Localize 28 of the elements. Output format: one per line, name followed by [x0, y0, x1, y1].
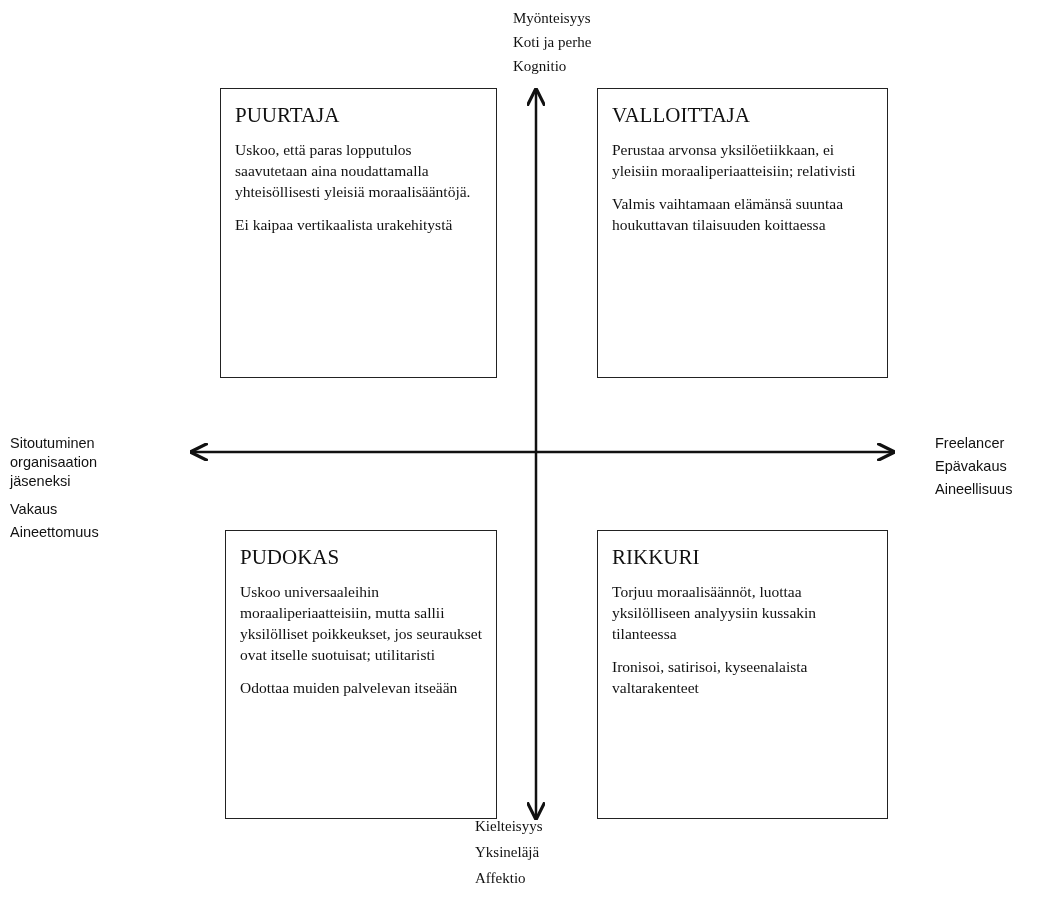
- box-text: Perustaa arvonsa yksilöetiikkaan, ei yleisiin moraaliperiaatteisiin; relativisti: [612, 140, 857, 181]
- quadrant-box: [220, 88, 497, 378]
- box-text: Uskoo, että paras lopputulos saavutetaan aina noudattamalla yhteisöllisesti yleisiä moraalisääntöjä.: [235, 140, 472, 202]
- box-text: Ironisoi, satirisoi, kyseenalaista valtarakenteet: [612, 656, 809, 698]
- axis-label: Vakaus: [10, 500, 58, 519]
- axis-label: Aineettomuus: [10, 523, 99, 542]
- axis-label: Aineellisuus: [935, 480, 1013, 499]
- box-text: Valmis vaihtamaan elämänsä suuntaa houkuttavan tilaisuuden koittaessa: [612, 193, 845, 235]
- axis-label: Affektio: [475, 869, 526, 888]
- box-text: Ei kaipaa vertikaalista urakehitystä: [235, 214, 454, 235]
- axis-label: Yksineläjä: [475, 843, 540, 862]
- box-text: Odottaa muiden palvelevan itseään: [240, 677, 459, 698]
- axis-label: Epävakaus: [935, 457, 1007, 476]
- axis-label: Kognitio: [513, 57, 567, 76]
- quadrant-box: [597, 88, 888, 378]
- box-heading: VALLOITTAJA: [612, 103, 751, 128]
- box-heading: RIKKURI: [612, 545, 701, 570]
- box-text: Torjuu moraalisäännöt, luottaa yksilölliseen analyysiin kussakin tilanteessa: [612, 582, 818, 644]
- box-text: Uskoo universaaleihin moraaliperiaatteisiin, mutta sallii yksilölliset poikkeukset, jos seuraukset ovat itselle suotuisat; utilitaristi: [240, 582, 483, 665]
- box-heading: PUDOKAS: [240, 545, 341, 570]
- quadrant-box: [225, 530, 497, 819]
- axis-label: Kielteisyys: [475, 817, 543, 836]
- axis-label: Myönteisyys: [513, 9, 591, 28]
- box-heading: PUURTAJA: [235, 103, 341, 128]
- axis-label: Freelancer: [935, 434, 1005, 453]
- quadrant-box: [597, 530, 888, 819]
- axis-label: Koti ja perhe: [513, 33, 592, 52]
- axis-label: Sitoutuminen organisaation jäseneksi: [10, 434, 99, 491]
